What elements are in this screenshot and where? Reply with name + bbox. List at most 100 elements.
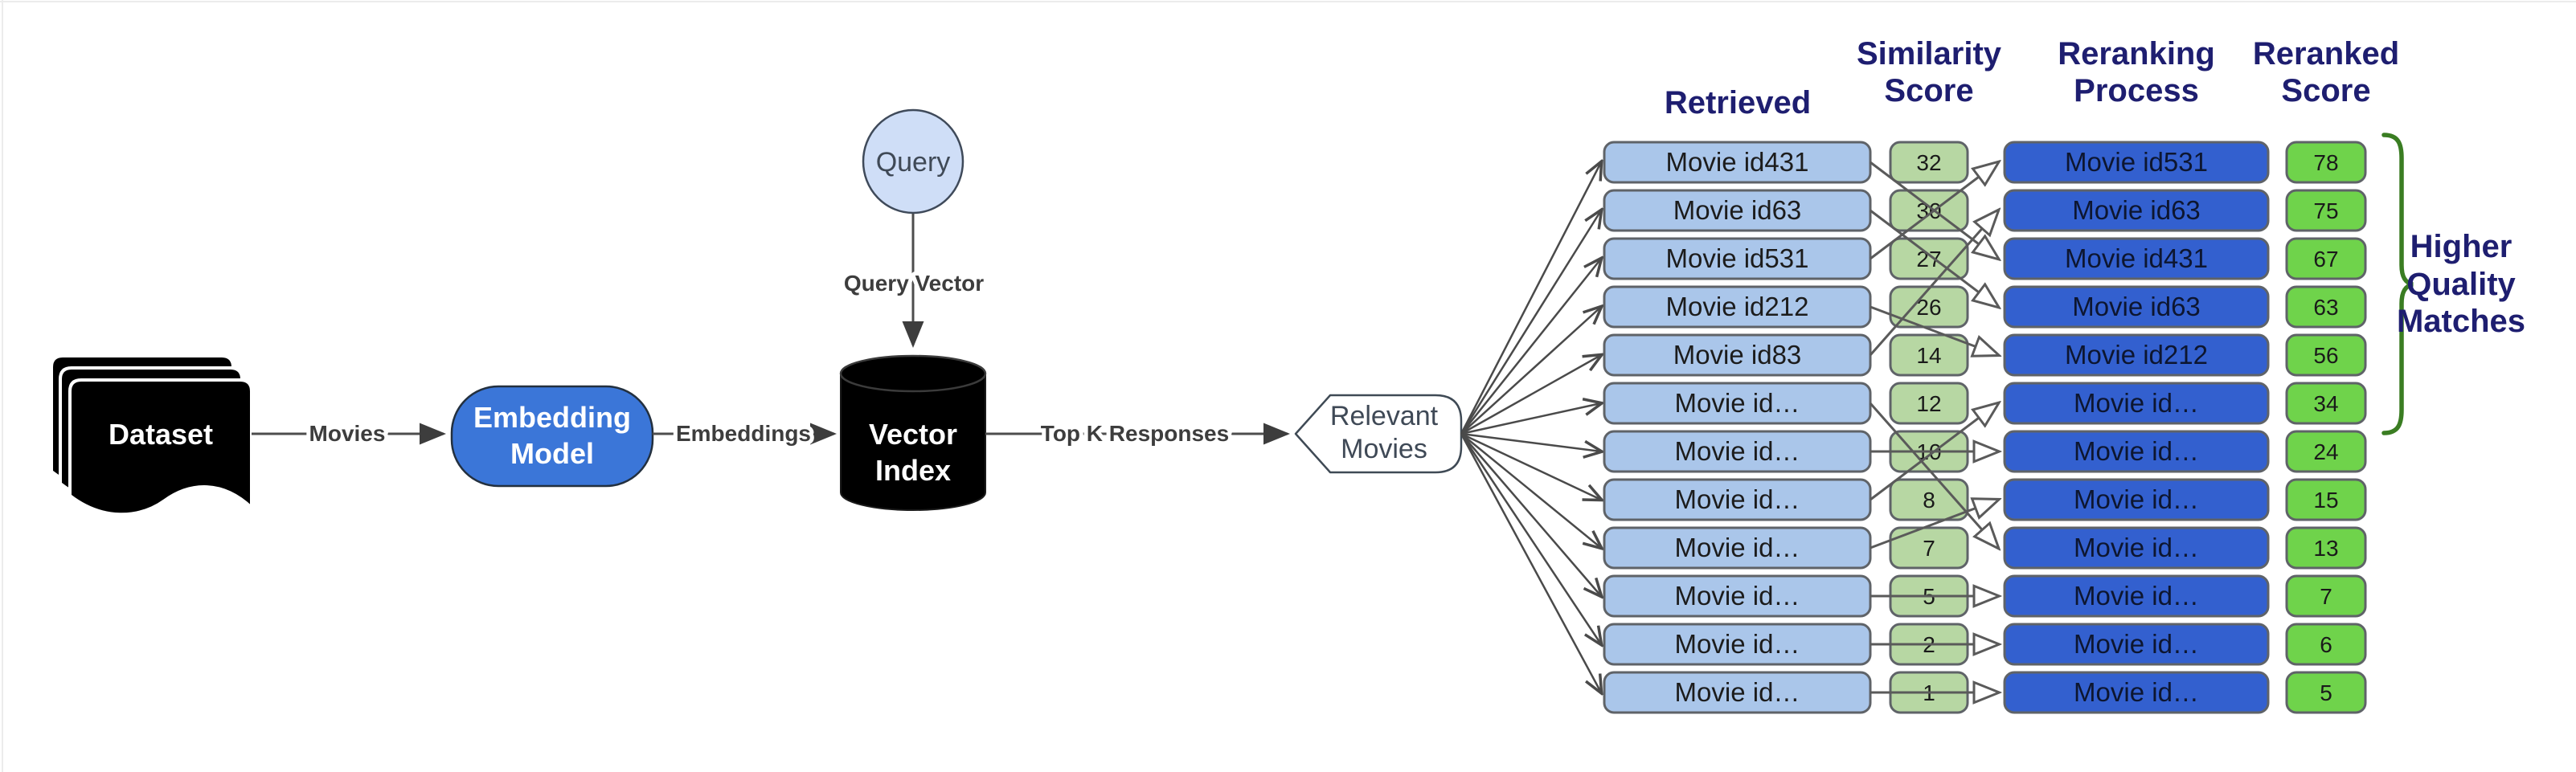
header-similarity-1: Similarity — [1857, 36, 2002, 71]
reranked-score-box-label: 24 — [2313, 439, 2338, 464]
rerank-box-label: Movie id63 — [2072, 195, 2201, 225]
fan-arrow — [1460, 403, 1601, 435]
embedding-model-label-2: Model — [510, 437, 594, 470]
rerank-box-label: Movie id212 — [2065, 340, 2208, 370]
fan-arrow — [1460, 433, 1601, 548]
header-similarity-2: Score — [1884, 73, 1973, 108]
similarity-score-box-label: 14 — [1916, 343, 1941, 368]
rerank-box — [2003, 478, 2270, 521]
similarity-score-box-label: 32 — [1916, 150, 1941, 175]
rerank-box-label: Movie id… — [2074, 677, 2199, 707]
rerank-arrow — [1870, 305, 1998, 355]
embedding-model-shape — [450, 385, 654, 488]
retrieved-box-label: Movie id63 — [1673, 195, 1802, 225]
rerank-box — [2003, 141, 2270, 184]
reranked-score-box — [2285, 237, 2367, 280]
annotation-line-1: Higher — [2410, 229, 2513, 264]
rerank-arrow — [1870, 209, 1998, 307]
similarity-score-box-label: 30 — [1916, 198, 1941, 223]
rerank-box-label: Movie id… — [2074, 629, 2199, 659]
header-retrieved: Retrieved — [1665, 85, 1811, 120]
rerank-box — [2003, 526, 2270, 570]
fan-arrow — [1460, 433, 1601, 596]
annotation-line-2: Quality — [2406, 267, 2516, 302]
similarity-score-box — [1889, 333, 1969, 377]
reranked-score-box — [2285, 189, 2367, 232]
retrieved-box-label: Movie id83 — [1673, 340, 1802, 370]
reranked-score-box — [2285, 285, 2367, 329]
query-label: Query — [876, 147, 951, 178]
relevant-movies-node: Relevant Movies — [1294, 394, 1463, 474]
vector-index-label-2: Index — [875, 454, 951, 487]
reranked-score-box-label: 13 — [2313, 536, 2338, 561]
rerank-box — [2003, 382, 2270, 425]
retrieved-box-label: Movie id531 — [1666, 243, 1809, 273]
similarity-score-box — [1889, 526, 1969, 570]
fan-arrow — [1460, 307, 1601, 435]
reranked-score-box — [2285, 623, 2367, 666]
rerank-box-label: Movie id… — [2074, 533, 2199, 562]
rerank-arrow — [1870, 500, 1998, 549]
query-shape — [862, 108, 964, 214]
similarity-score-box — [1889, 382, 1969, 425]
dataset-label: Dataset — [109, 418, 213, 451]
higher-quality-brace — [2381, 133, 2414, 435]
rerank-arrow — [1869, 402, 1998, 548]
rerank-box — [2003, 671, 2270, 714]
retrieved-box-label: Movie id431 — [1666, 147, 1809, 177]
reranked-score-box — [2285, 574, 2367, 618]
rerank-box — [2003, 333, 2270, 377]
dataset-doc-front — [68, 378, 253, 517]
header-reranked-1: Reranked — [2253, 36, 2399, 71]
rerank-box-label: Movie id… — [2074, 581, 2199, 611]
vector-index-body — [840, 374, 986, 511]
rerank-box-label: Movie id63 — [2072, 292, 2201, 321]
rerank-arrow — [1870, 162, 1998, 260]
fanout-arrows — [1460, 162, 1601, 692]
rerank-box — [2003, 237, 2270, 280]
rerank-arrows — [1869, 162, 1998, 692]
reranked-score-box-label: 78 — [2313, 150, 2338, 175]
retrieved-box-label: Movie id… — [1675, 533, 1800, 562]
fan-arrow — [1460, 259, 1601, 435]
similarity-score-box — [1889, 141, 1969, 184]
topk-arrow-label: Top K Responses — [1041, 421, 1229, 446]
retrieved-box-label: Movie id… — [1675, 388, 1800, 418]
similarity-score-box-label: 8 — [1923, 488, 1935, 513]
fan-arrow — [1460, 355, 1601, 435]
similarity-score-box-label: 7 — [1923, 536, 1935, 561]
retrieved-box-label: Movie id… — [1675, 629, 1800, 659]
movies-arrow-label: Movies — [309, 421, 386, 446]
dataset-node: Dataset — [50, 354, 253, 517]
reranked-score-box-label: 63 — [2313, 295, 2338, 320]
reranked-score-box — [2285, 430, 2367, 473]
fan-arrow — [1460, 162, 1601, 435]
retrieved-box-label: Movie id212 — [1666, 292, 1809, 321]
rerank-box — [2003, 189, 2270, 232]
query-node: Query — [862, 108, 964, 214]
reranked-score-box-label: 7 — [2320, 584, 2332, 609]
retrieved-box-label: Movie id… — [1675, 484, 1800, 514]
reranked-score-box — [2285, 141, 2367, 184]
similarity-score-box-label: 12 — [1916, 391, 1941, 416]
rerank-box-label: Movie id… — [2074, 436, 2199, 466]
fan-arrow — [1460, 432, 1601, 451]
rerank-arrow — [1869, 210, 1998, 356]
rerank-arrow — [1870, 403, 1998, 501]
retrieved-box-label: Movie id… — [1675, 677, 1800, 707]
rerank-box — [2003, 430, 2270, 473]
embeddings-arrow-label: Embeddings — [676, 421, 811, 446]
relevant-movies-label-1: Relevant — [1330, 401, 1439, 431]
rerank-box-label: Movie id531 — [2065, 147, 2208, 177]
fan-arrow — [1460, 432, 1601, 500]
rerank-box-label: Movie id431 — [2065, 243, 2208, 273]
rerank-box — [2003, 623, 2270, 666]
reranked-score-box — [2285, 478, 2367, 521]
reranked-score-box — [2285, 526, 2367, 570]
reranked-score-box-label: 6 — [2320, 632, 2332, 657]
vector-index-label-1: Vector — [869, 418, 957, 451]
similarity-score-box-label: 27 — [1916, 247, 1941, 272]
embedding-model-label-1: Embedding — [473, 401, 631, 434]
